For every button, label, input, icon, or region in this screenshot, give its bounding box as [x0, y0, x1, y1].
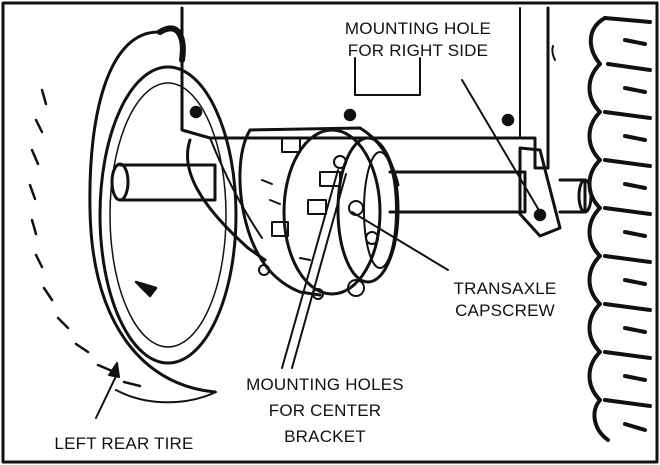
- leader-lines: [95, 79, 541, 419]
- axles: [110, 162, 593, 214]
- frame-plate: [180, 6, 556, 170]
- right-mounting-bracket: [518, 146, 562, 238]
- label-line: CAPSCREW: [455, 301, 555, 320]
- label-line: MOUNTING HOLES: [246, 375, 404, 394]
- left-rear-tire: [28, 25, 238, 404]
- label-line: BRACKET: [284, 427, 366, 446]
- label-line: MOUNTING HOLE: [344, 19, 492, 38]
- label-line: TRANSAXLE: [453, 279, 557, 298]
- label-line: FOR RIGHT SIDE: [347, 41, 489, 60]
- label-left-rear-tire: LEFT REAR TIRE: [54, 434, 194, 453]
- label-transaxle-capscrew: TRANSAXLE CAPSCREW: [430, 278, 580, 322]
- transaxle-housing: [185, 126, 400, 300]
- label-mounting-hole-right-side: MOUNTING HOLE FOR RIGHT SIDE: [318, 18, 518, 62]
- label-mounting-holes-center-bracket: MOUNTING HOLES FOR CENTER BRACKET: [225, 372, 425, 450]
- right-tire-tread: [587, 16, 652, 442]
- label-line: FOR CENTER: [268, 401, 382, 420]
